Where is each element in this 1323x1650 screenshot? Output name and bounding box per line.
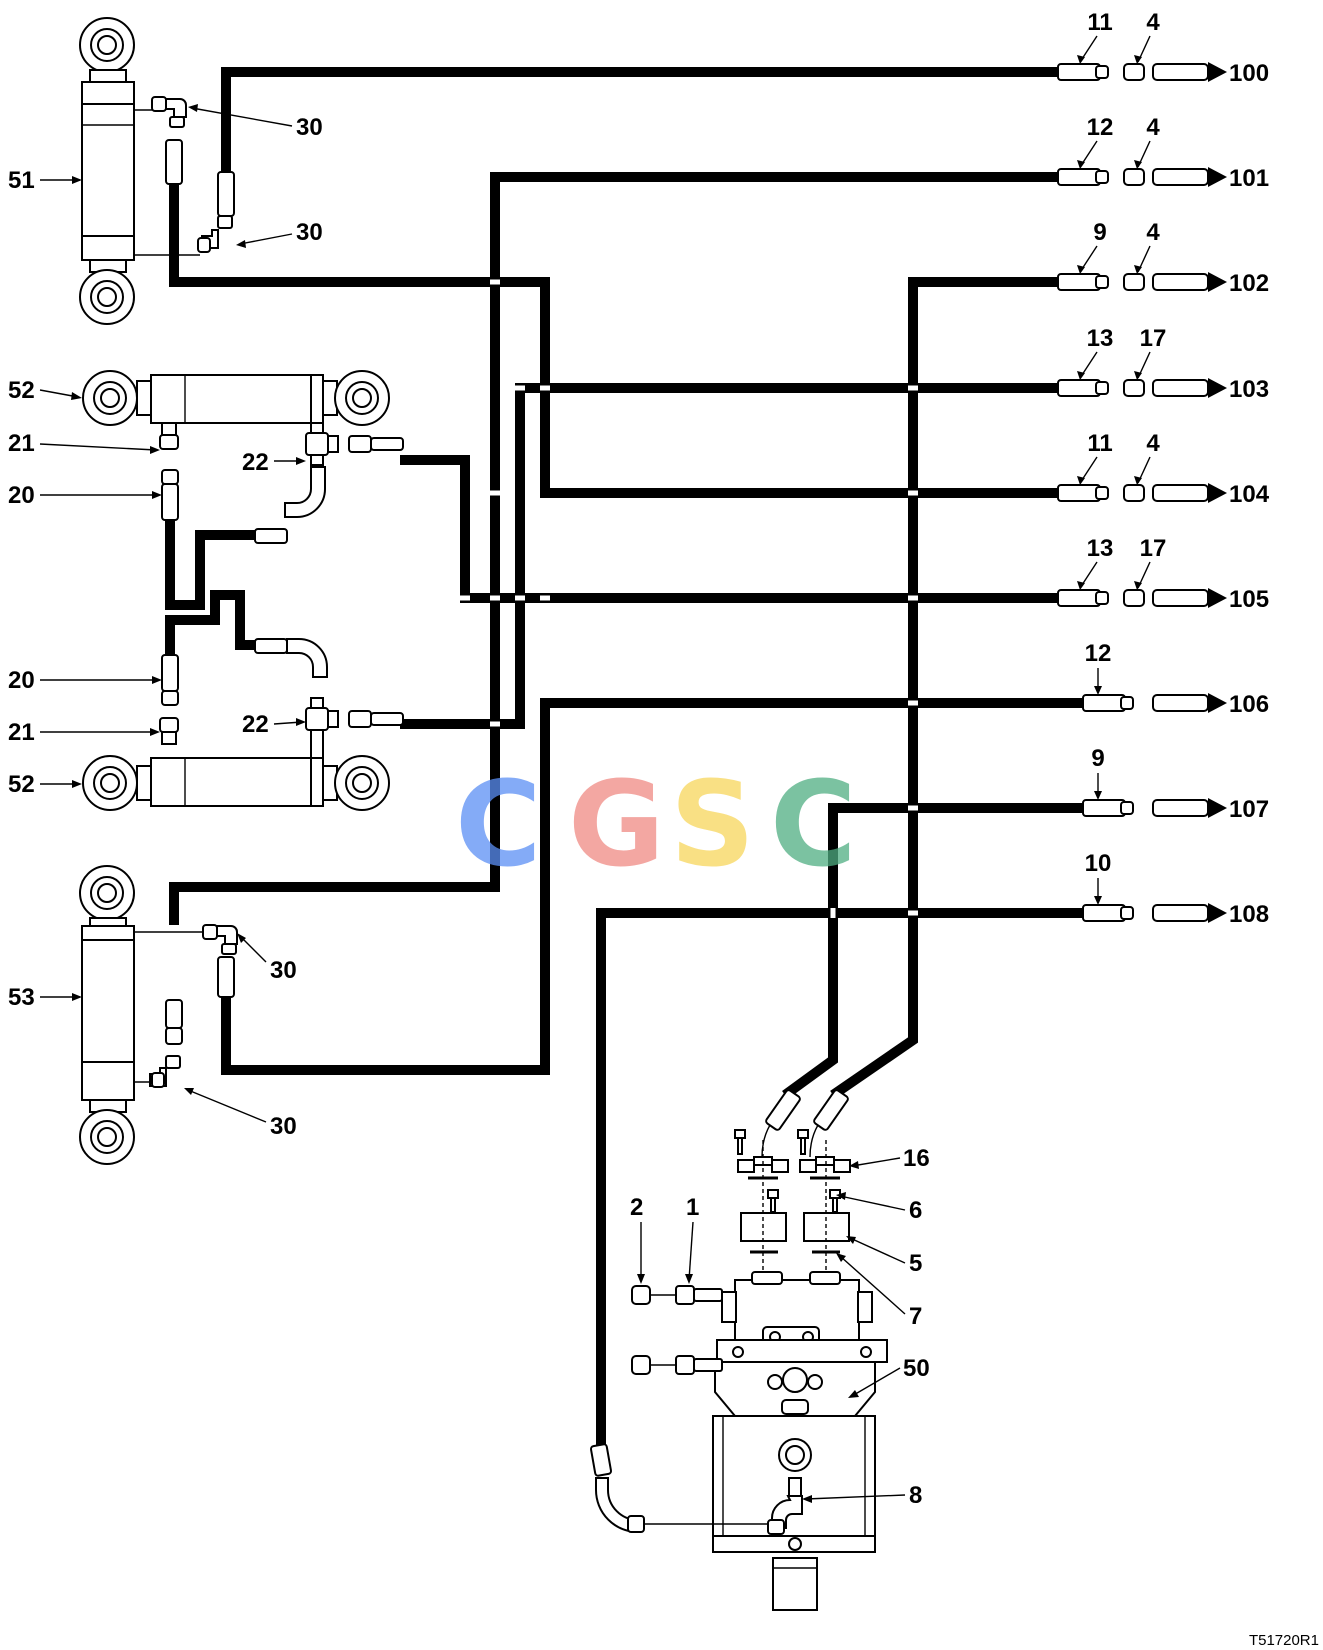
- callout-21: 21: [8, 430, 35, 457]
- fitting-callout: 9: [1091, 745, 1104, 772]
- cylinder-53: [79, 865, 238, 1165]
- hose-106: [221, 698, 1085, 1075]
- cylinder-51: [79, 17, 235, 325]
- cgsc-watermark: C G S C: [455, 755, 857, 893]
- cap-callout: 4: [1146, 219, 1160, 246]
- watermark-letter: G: [568, 755, 665, 893]
- outlet-row: 13 17 105: [1057, 535, 1269, 613]
- hose-100: [221, 67, 1060, 175]
- callout-30: 30: [270, 1113, 297, 1140]
- hose-102: [830, 277, 1060, 1100]
- watermark-letter: C: [770, 755, 857, 893]
- port-connector: [1152, 63, 1209, 81]
- outlet-row: 13 17 103: [1057, 325, 1269, 403]
- fitting-callout: 13: [1087, 535, 1114, 562]
- callout-7: 7: [909, 1303, 922, 1330]
- callout-30: 30: [296, 114, 323, 141]
- watermark-letter: S: [670, 755, 755, 893]
- callouts: 51 30 30 52 21 20 22 20 21 22 52 53 3: [8, 104, 930, 1509]
- outlet-number: 100: [1229, 60, 1269, 87]
- callout-51: 51: [8, 167, 35, 194]
- callout-30: 30: [270, 957, 297, 984]
- callout-6: 6: [909, 1197, 922, 1224]
- outlet-number: 105: [1229, 586, 1269, 613]
- hose-108: [596, 908, 1085, 1450]
- outlet-row: 11 4 104: [1057, 430, 1270, 508]
- callout-50: 50: [903, 1355, 930, 1382]
- cap-callout: 4: [1146, 9, 1160, 36]
- elbow-fitting: [151, 96, 167, 112]
- outlet-number: 107: [1229, 796, 1269, 823]
- pump-assembly-50: [589, 1089, 888, 1611]
- outlet-row: 9 107: [1082, 745, 1269, 823]
- hose-107: [782, 803, 1085, 1100]
- fitting-callout: 11: [1087, 430, 1112, 457]
- callout-20: 20: [8, 482, 35, 509]
- callout-22: 22: [242, 449, 269, 476]
- callout-16: 16: [903, 1145, 930, 1172]
- hose-101: [169, 172, 1060, 925]
- cylinder-52-top: [82, 370, 404, 544]
- hose-network: [165, 67, 1085, 1450]
- hose-103: [400, 383, 1060, 729]
- outlet-row: 11 4 100: [1057, 9, 1269, 87]
- cap-fitting: [1123, 63, 1145, 81]
- fitting-callout: 10: [1085, 850, 1112, 877]
- cap-callout: 17: [1140, 535, 1167, 562]
- outlet-number: 102: [1229, 270, 1269, 297]
- fitting-callout: 13: [1087, 325, 1114, 352]
- hose-end-fitting: [1057, 63, 1101, 81]
- drawing-code: T51720R1: [1249, 1632, 1319, 1649]
- outlet-number: 106: [1229, 691, 1269, 718]
- outlet-number: 104: [1229, 481, 1270, 508]
- callout-5: 5: [909, 1250, 922, 1277]
- callout-20: 20: [8, 667, 35, 694]
- cap-callout: 4: [1146, 114, 1160, 141]
- hose-end-fitting: [165, 139, 183, 185]
- outlet-row: 12 106: [1082, 640, 1269, 718]
- outlet-rows: 11 4 100 12 4 101 9 4: [1057, 9, 1270, 928]
- callout-22: 22: [242, 711, 269, 738]
- cylinder-52-bottom: [82, 638, 404, 811]
- fitting-callout: 12: [1085, 640, 1112, 667]
- hose-104: [169, 160, 1060, 498]
- outlet-number: 101: [1229, 165, 1269, 192]
- callout-30: 30: [296, 219, 323, 246]
- callout-2: 2: [630, 1194, 643, 1221]
- outlet-row: 10 108: [1082, 850, 1269, 928]
- fitting-callout: 11: [1087, 9, 1112, 36]
- outlet-row: 12 4 101: [1057, 114, 1269, 192]
- callout-8: 8: [909, 1482, 922, 1509]
- cap-callout: 4: [1146, 430, 1160, 457]
- hose-52-crossover-a: [165, 508, 258, 610]
- callout-53: 53: [8, 984, 35, 1011]
- callout-52: 52: [8, 771, 35, 798]
- hose-105: [400, 455, 1060, 603]
- callout-1: 1: [686, 1194, 699, 1221]
- callout-21: 21: [8, 719, 35, 746]
- cap-callout: 17: [1140, 325, 1167, 352]
- outlet-number: 108: [1229, 901, 1269, 928]
- fitting-callout: 9: [1093, 219, 1106, 246]
- watermark-letter: C: [455, 755, 542, 893]
- callout-52: 52: [8, 377, 35, 404]
- fitting-callout: 12: [1087, 114, 1114, 141]
- outlet-row: 9 4 102: [1057, 219, 1269, 297]
- hose-52-crossover-b: [165, 590, 258, 660]
- outlet-number: 103: [1229, 376, 1269, 403]
